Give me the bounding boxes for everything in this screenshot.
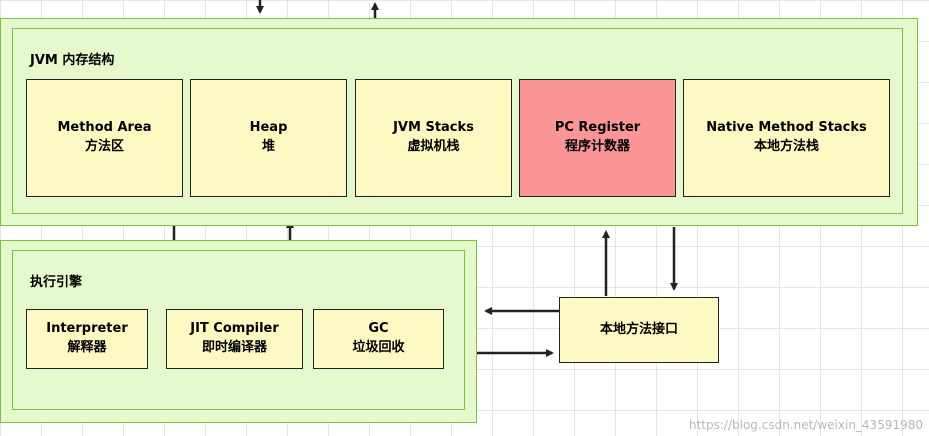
pc-register-cn: 程序计数器 <box>564 139 630 154</box>
method-area-box: Method Area 方法区 <box>26 79 183 197</box>
pc-register-en: PC Register <box>554 120 641 136</box>
gc-en: GC <box>368 321 389 337</box>
method-area-en: Method Area <box>57 120 152 136</box>
jvm-stacks-box: JVM Stacks 虚拟机栈 <box>355 79 512 197</box>
pc-register-box: PC Register 程序计数器 <box>519 79 676 197</box>
jvm-memory-inner-frame <box>12 28 903 214</box>
heap-cn: 堆 <box>261 139 275 154</box>
interpreter-box: Interpreter 解释器 <box>26 309 148 369</box>
interpreter-en: Interpreter <box>46 321 128 337</box>
execution-engine-title: 执行引擎 <box>30 275 83 290</box>
watermark-url: https://blog.csdn.net/weixin_43591980 <box>688 418 923 432</box>
gc-box: GC 垃圾回收 <box>313 309 444 369</box>
jvm-memory-title: JVM 内存结构 <box>30 53 115 68</box>
method-area-cn: 方法区 <box>84 139 124 154</box>
gc-cn: 垃圾回收 <box>352 340 405 355</box>
native-method-stacks-box: Native Method Stacks 本地方法栈 <box>683 79 890 197</box>
jvm-stacks-en: JVM Stacks <box>393 120 474 136</box>
jvm-stacks-cn: 虚拟机栈 <box>407 139 460 154</box>
heap-box: Heap 堆 <box>190 79 347 197</box>
jit-compiler-en: JIT Compiler <box>190 321 279 337</box>
native-method-stacks-cn: 本地方法栈 <box>753 139 819 154</box>
jit-compiler-box: JIT Compiler 即时编译器 <box>166 309 303 369</box>
native-method-interface-label: 本地方法接口 <box>599 321 678 337</box>
native-method-interface-box: 本地方法接口 <box>559 297 719 363</box>
jit-compiler-cn: 即时编译器 <box>201 340 267 355</box>
native-method-stacks-en: Native Method Stacks <box>706 120 867 136</box>
execution-engine-inner-frame <box>12 250 465 410</box>
interpreter-cn: 解释器 <box>67 340 107 355</box>
heap-en: Heap <box>249 120 288 136</box>
